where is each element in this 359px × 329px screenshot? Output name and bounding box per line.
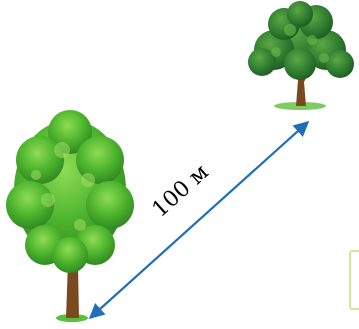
far-tree-icon	[248, 1, 354, 110]
near-tree-icon	[6, 110, 134, 322]
distance-label: 100 м	[148, 160, 214, 223]
double-arrow-icon	[88, 120, 310, 320]
partial-frame	[349, 250, 359, 310]
